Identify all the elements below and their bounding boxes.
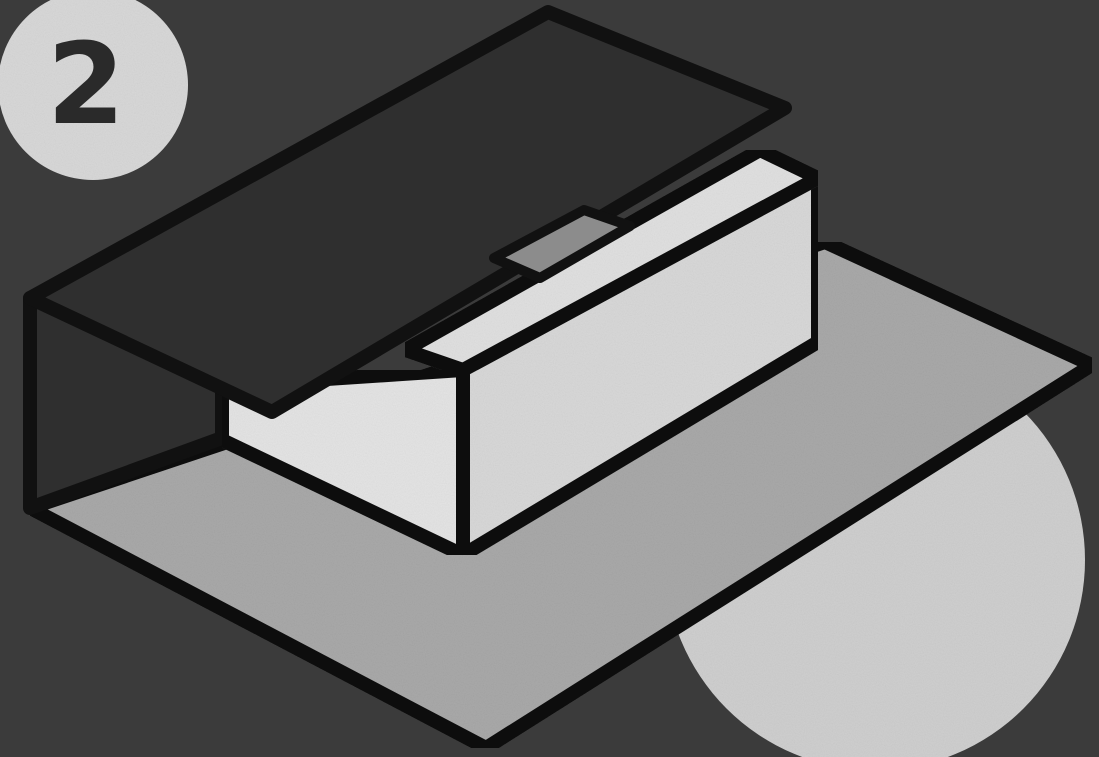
step-number: 2 [47, 20, 125, 150]
